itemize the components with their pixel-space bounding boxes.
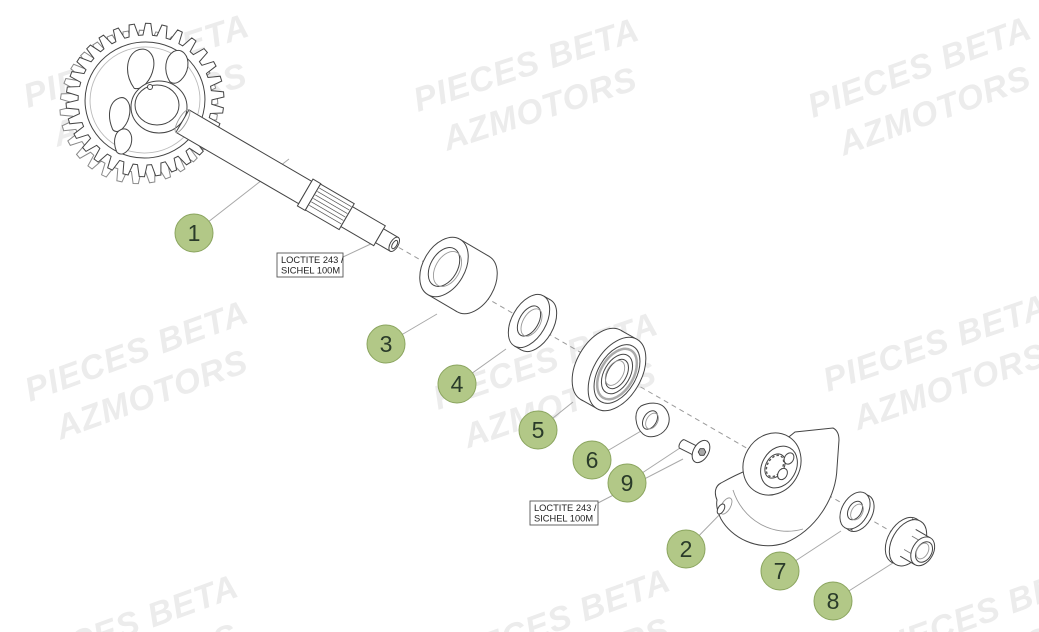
- part-lock-plate: [635, 402, 670, 438]
- nut-bore-depth: [915, 542, 930, 560]
- callout-number: 8: [827, 588, 840, 614]
- part-spacer-ring: [419, 236, 498, 315]
- callout-circle[interactable]: [666, 529, 706, 569]
- part-ball-bearing: [571, 327, 647, 412]
- watermark-tile: PIECES BETA AZMOTORS: [870, 553, 1039, 632]
- callout-circle[interactable]: [607, 463, 647, 503]
- watermark-tile: PIECES BETA AZMOTORS: [818, 287, 1039, 438]
- plate-hole-depth: [645, 412, 659, 430]
- note-leader-line-1: [342, 241, 376, 258]
- watermark-tile: PIECES BETA AZMOTORS: [10, 567, 244, 632]
- spline-line: [313, 198, 346, 218]
- callout-number: 2: [680, 536, 693, 562]
- watermark-tile: PIECES BETA AZMOTORS: [20, 293, 254, 447]
- washer-bore: [516, 305, 542, 337]
- shaft: [174, 109, 401, 253]
- callout-number: 6: [586, 447, 599, 473]
- bearing-bore: [605, 358, 629, 390]
- callout-2[interactable]: 2: [666, 529, 706, 569]
- washer-bore-depth: [850, 503, 864, 521]
- part-shim-washer: [507, 293, 558, 353]
- callouts: 1 3 4 5 6 9 2 7: [174, 213, 853, 621]
- part-flange-nut: [884, 516, 936, 567]
- gear-rim: [84, 41, 206, 159]
- spline-line: [311, 201, 344, 221]
- bearing-bore-depth: [604, 360, 626, 386]
- gear-lightening-hole: [108, 97, 131, 132]
- crescent-inner-edge: [732, 489, 804, 532]
- part-balance-shaft-gear: [59, 22, 401, 253]
- callout-7[interactable]: 7: [760, 551, 800, 591]
- callout-5[interactable]: 5: [518, 410, 558, 450]
- race-shading: [595, 347, 639, 401]
- spline-line: [309, 205, 342, 225]
- callout-9[interactable]: 9: [607, 463, 647, 503]
- silhouette-edge: [684, 439, 697, 447]
- callout-number: 4: [451, 371, 464, 397]
- plate-hole: [641, 410, 659, 430]
- note-text-line2: SICHEL 100M: [534, 514, 593, 524]
- note-box: [276, 252, 344, 278]
- callout-circle[interactable]: [813, 581, 853, 621]
- silhouette-edge: [459, 238, 490, 257]
- loctite-note-1: LOCTITE 243 / SICHEL 100M: [276, 252, 344, 278]
- ring-bore: [427, 247, 461, 287]
- callout-3[interactable]: 3: [366, 324, 406, 364]
- callout-circle[interactable]: [572, 440, 612, 480]
- note-text-line1: LOCTITE 243 /: [281, 255, 344, 265]
- callout-circle[interactable]: [366, 324, 406, 364]
- callout-1[interactable]: 1: [174, 213, 214, 253]
- callout-4[interactable]: 4: [437, 364, 477, 404]
- gear-hub-inner: [134, 84, 180, 126]
- washer-bore-depth: [520, 308, 543, 337]
- loctite-note-2: LOCTITE 243 / SICHEL 100M: [529, 500, 599, 526]
- watermark-tile: PIECES BETA AZMOTORS: [803, 9, 1037, 163]
- spline-hatching: [309, 187, 352, 225]
- shaft-end-bore: [391, 239, 399, 250]
- hub-pin-hole: [147, 84, 153, 90]
- gear-rim-inner: [89, 46, 201, 154]
- gear-lightening-hole: [114, 128, 133, 155]
- washer-bore: [846, 500, 864, 521]
- callout-number: 9: [621, 470, 634, 496]
- balance-hole: [777, 467, 788, 481]
- balance-hole: [783, 452, 795, 465]
- note-text-line1: LOCTITE 243 /: [534, 503, 597, 513]
- callout-circle[interactable]: [437, 364, 477, 404]
- silhouette-edge: [679, 447, 692, 455]
- silhouette-edge: [427, 294, 458, 313]
- callout-number: 3: [380, 331, 393, 357]
- spline-line: [319, 187, 352, 207]
- callout-number: 5: [532, 417, 545, 443]
- note-text-line2: SICHEL 100M: [281, 266, 340, 276]
- callout-circle[interactable]: [518, 410, 558, 450]
- tip-hole: [716, 503, 726, 515]
- shaft-hub-junction: [174, 109, 191, 133]
- part-counterweight: [714, 427, 840, 547]
- callout-circle[interactable]: [174, 213, 214, 253]
- screw-shank: [679, 439, 697, 455]
- callout-8[interactable]: 8: [813, 581, 853, 621]
- callout-number: 1: [188, 220, 201, 246]
- ring-bore-depth: [432, 251, 463, 287]
- part-plain-washer: [839, 491, 875, 532]
- part-countersunk-screw: [678, 439, 711, 464]
- watermark-text: PIECES BETA: [10, 567, 244, 632]
- watermark-tile: PIECES BETA AZMOTORS: [409, 11, 644, 159]
- watermark-tile: PIECES BETA AZMOTORS: [442, 561, 676, 632]
- callout-circle[interactable]: [760, 551, 800, 591]
- silhouette-edge: [899, 555, 916, 566]
- callout-number: 7: [774, 558, 787, 584]
- spline-line: [317, 191, 350, 211]
- outer-race-edge: [593, 344, 641, 404]
- spline-line: [315, 194, 348, 214]
- inner-race-edge: [600, 353, 634, 395]
- watermark-text: PIECES BETA: [870, 553, 1039, 632]
- callout-6[interactable]: 6: [572, 440, 612, 480]
- gear-lightening-hole: [165, 50, 189, 84]
- hex-socket: [697, 448, 707, 456]
- note-box: [529, 500, 599, 526]
